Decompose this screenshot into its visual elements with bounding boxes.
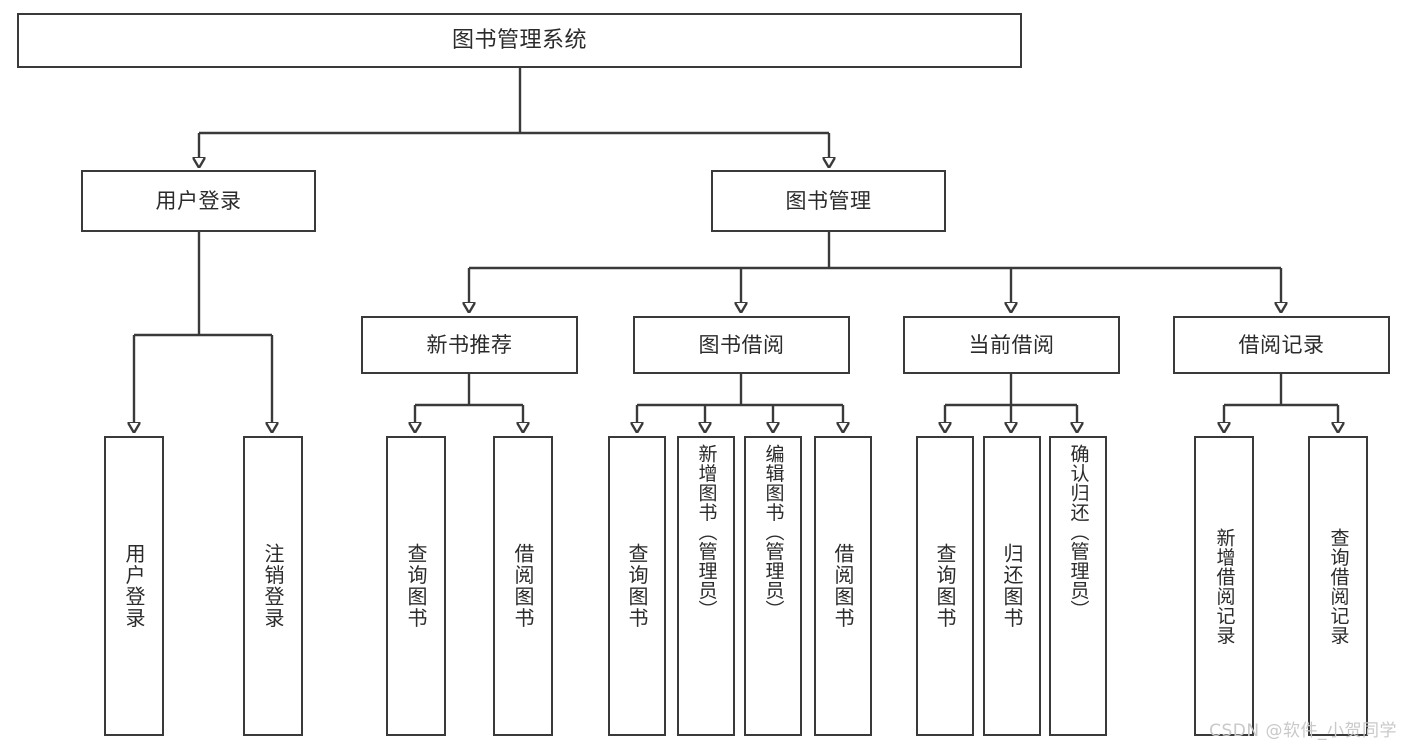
node-leaf-user-login[interactable]: 用户登录 [104,436,164,736]
node-label: 查询图书 [404,543,428,629]
node-label: 归还图书 [1000,543,1024,629]
node-leaf-return-book[interactable]: 归还图书 [983,436,1041,736]
node-label: 借阅图书 [511,543,535,629]
node-label: 图书管理 [785,188,872,213]
node-leaf-logout-login[interactable]: 注销登录 [243,436,303,736]
node-label: 查询借阅记录 [1327,527,1350,645]
node-book-management[interactable]: 图书管理 [711,170,946,232]
node-label: 用户登录 [122,543,146,629]
node-label: 借阅图书 [831,543,855,629]
node-leaf-add-book-admin[interactable]: 新增图书（管理员） [677,436,735,736]
node-leaf-query-book-2[interactable]: 查询图书 [608,436,666,736]
node-current-borrow[interactable]: 当前借阅 [903,316,1120,374]
node-label: 查询图书 [625,543,649,629]
node-user-login[interactable]: 用户登录 [81,170,316,232]
node-label: 新增图书（管理员） [695,444,718,620]
node-label: 注销登录 [261,543,285,629]
watermark-text: CSDN @软件_小贺同学 [1209,721,1397,741]
node-label: 当前借阅 [968,332,1055,357]
node-leaf-borrow-book-1[interactable]: 借阅图书 [493,436,553,736]
node-leaf-edit-book-admin[interactable]: 编辑图书（管理员） [744,436,802,736]
node-leaf-add-borrow-record[interactable]: 新增借阅记录 [1194,436,1254,736]
node-root-system[interactable]: 图书管理系统 [17,13,1022,68]
node-label: 新增借阅记录 [1213,527,1236,645]
node-new-book-recommend[interactable]: 新书推荐 [361,316,578,374]
node-label: 图书管理系统 [451,27,587,53]
node-label: 新书推荐 [426,332,513,357]
node-label: 图书借阅 [698,332,785,357]
node-label: 借阅记录 [1238,332,1325,357]
node-label: 编辑图书（管理员） [762,444,785,620]
node-leaf-query-borrow-record[interactable]: 查询借阅记录 [1308,436,1368,736]
node-borrow-record[interactable]: 借阅记录 [1173,316,1390,374]
node-leaf-confirm-return-admin[interactable]: 确认归还（管理员） [1049,436,1107,736]
node-label: 查询图书 [933,543,957,629]
node-leaf-borrow-book-2[interactable]: 借阅图书 [814,436,872,736]
node-leaf-query-book-3[interactable]: 查询图书 [916,436,974,736]
node-label: 确认归还（管理员） [1067,444,1090,620]
node-book-borrow[interactable]: 图书借阅 [633,316,850,374]
node-leaf-query-book-1[interactable]: 查询图书 [386,436,446,736]
node-label: 用户登录 [155,188,242,213]
